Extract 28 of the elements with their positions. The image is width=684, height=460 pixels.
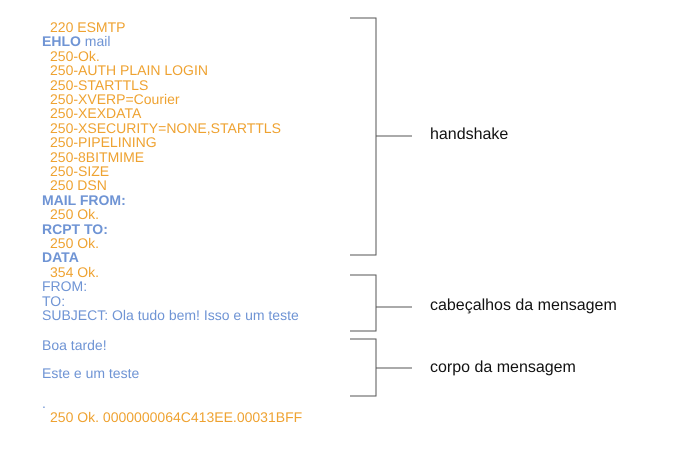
server-response: 250 Ok. 0000000064C413EE.00031BFF: [50, 410, 302, 425]
client-command: DATA: [42, 250, 79, 266]
client-command: Este e um teste: [42, 366, 140, 381]
client-command: EHLO mail: [42, 34, 110, 50]
client-command: TO:: [42, 294, 66, 309]
server-response: 250-XEXDATA: [50, 106, 142, 122]
server-response: 250 Ok.: [50, 207, 100, 222]
section-label: corpo da mensagem: [430, 359, 576, 377]
section-label: handshake: [430, 126, 508, 144]
client-command: MAIL FROM:: [42, 192, 126, 208]
client-command: FROM:: [42, 279, 88, 294]
server-response: 250-SIZE: [50, 164, 110, 179]
server-response: 250-8BITMIME: [50, 150, 144, 165]
server-response: 354 Ok.: [50, 264, 100, 280]
client-command: SUBJECT: Ola tudo bem! Isso e um teste: [42, 308, 299, 323]
server-response: 250 DSN: [50, 178, 107, 194]
server-response: 250-Ok.: [50, 48, 100, 64]
client-command: Boa tarde!: [42, 338, 107, 353]
server-response: 250-AUTH PLAIN LOGIN: [50, 63, 208, 78]
client-command: .: [42, 396, 46, 411]
section-label: cabeçalhos da mensagem: [430, 297, 617, 315]
server-response: 250-XSECURITY=NONE,STARTTLS: [50, 120, 281, 136]
server-response: 250-STARTTLS: [50, 78, 148, 93]
server-response: 250-PIPELINING: [50, 135, 157, 150]
server-response: 250-XVERP=Courier: [50, 92, 180, 107]
client-command: RCPT TO:: [42, 222, 108, 237]
server-response: 250 Ok.: [50, 236, 100, 251]
server-response: 220 ESMTP: [50, 20, 126, 35]
